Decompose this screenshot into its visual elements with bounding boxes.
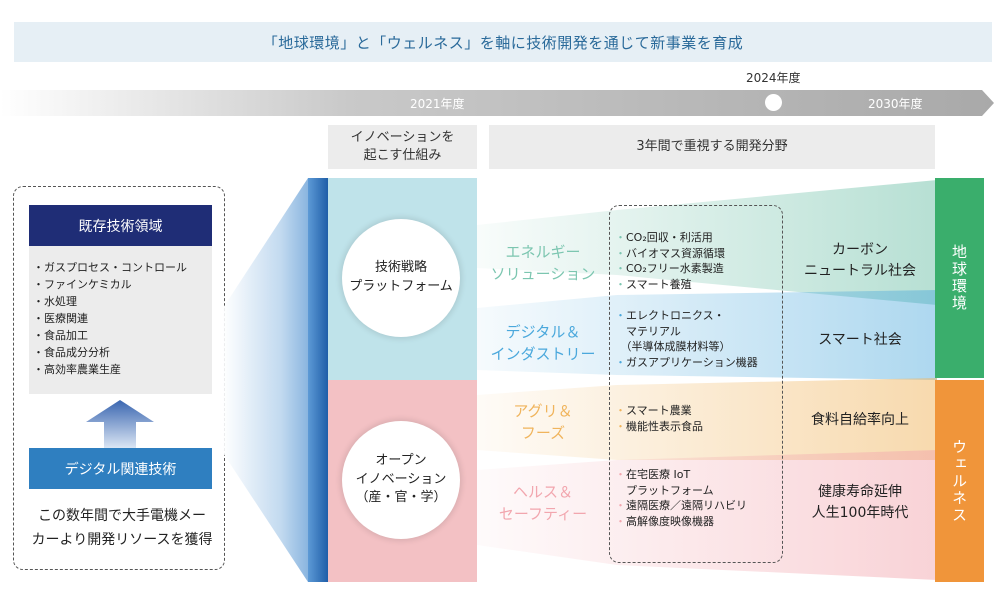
items-agri: ・スマート農業・機能性表示食品 — [615, 403, 783, 434]
existing-tech-item: ・食品加工 — [33, 329, 88, 342]
existing-tech-item: ・高効率農業生産 — [33, 363, 121, 376]
items-digital: ・エレクトロニクス・ マテリアル （半導体成膜材料等） ・ガスアプリケーション機器 — [615, 308, 783, 370]
items-health: ・在宅医療 IoT プラットフォーム・遠隔医療／遠隔リハビリ・高解像度映像機器 — [615, 467, 783, 529]
goal-smart: スマート社会 — [818, 332, 902, 348]
header-mechanism: イノベーションを 起こす仕組み — [328, 125, 477, 169]
axis-wellness: ウェルネス — [935, 380, 984, 582]
field-label-agri: アグリ＆ フーズ — [513, 402, 573, 442]
header-fields: 3年間で重視する開発分野 — [489, 125, 935, 169]
field-item: ・スマート農業 — [615, 404, 692, 417]
band-health — [477, 450, 937, 580]
timeline-arrow — [0, 90, 994, 116]
field-item: ・高解像度映像機器 — [615, 514, 714, 528]
timeline-start: 2021年度 — [410, 97, 465, 111]
field-item: ・CO₂回収・利活用 — [615, 231, 713, 244]
goal-food: 食料自給率向上 — [811, 412, 909, 428]
existing-tech-title: 既存技術領域 — [29, 205, 212, 246]
existing-tech-item: ・ガスプロセス・コントロール — [33, 261, 187, 274]
field-item: ・在宅医療 IoT プラットフォーム — [615, 468, 714, 497]
band-digital — [477, 290, 937, 380]
items-panel — [609, 205, 783, 563]
goal-health: 健康寿命延伸 人生100年時代 — [811, 484, 909, 521]
title-banner: 「地球環境」と「ウェルネス」を軸に技術開発を通じて新事業を育成 — [14, 22, 992, 62]
field-bands — [477, 180, 937, 580]
field-item: ・遠隔医療／遠隔リハビリ — [615, 499, 747, 512]
open-innovation-circle: オープン イノベーション （産・官・学） — [342, 421, 460, 539]
field-item: ・スマート養殖 — [615, 277, 692, 291]
existing-tech-item: ・ファインケミカル — [33, 278, 132, 291]
band-agri — [477, 378, 937, 460]
funnel-shape — [223, 178, 328, 582]
timeline-marker-label: 2024年度 — [746, 71, 801, 85]
existing-tech-list: ・ガスプロセス・コントロール・ファインケミカル・水処理・医療関連・食品加工・食品… — [29, 246, 212, 378]
field-item: ・機能性表示食品 — [615, 419, 703, 433]
timeline-marker-dot — [765, 94, 782, 111]
acquisition-note: この数年間で大手電機メー カーより開発リソースを獲得 — [31, 508, 213, 548]
existing-tech-item: ・食品成分分析 — [33, 346, 110, 359]
items-energy: ・CO₂回収・利活用・バイオマス資源循環・CO₂フリー水素製造・スマート養殖 — [615, 230, 783, 292]
tech-strategy-circle: 技術戦略 プラットフォーム — [342, 219, 460, 337]
field-item: ・バイオマス資源循環 — [615, 246, 725, 260]
timeline-end: 2030年度 — [868, 97, 923, 111]
field-label-digital: デジタル＆ インダストリー — [490, 323, 596, 363]
goal-carbon: カーボン ニュートラル社会 — [804, 242, 916, 279]
field-item: ・エレクトロニクス・ マテリアル （半導体成膜材料等） — [615, 309, 731, 353]
existing-tech-box: ・ガスプロセス・コントロール・ファインケミカル・水処理・医療関連・食品加工・食品… — [29, 246, 212, 394]
digital-tech-title: デジタル関連技術 — [29, 448, 212, 489]
existing-tech-item: ・水処理 — [33, 295, 77, 308]
field-label-health: ヘルス＆ セーフティー — [498, 483, 588, 523]
band-energy — [477, 180, 937, 305]
field-item: ・ガスアプリケーション機器 — [615, 355, 758, 369]
axis-earth: 地球環境 — [935, 178, 984, 378]
field-item: ・CO₂フリー水素製造 — [615, 262, 724, 275]
field-label-energy: エネルギー ソリューション — [490, 243, 596, 283]
existing-tech-item: ・医療関連 — [33, 312, 88, 325]
up-arrow-icon — [86, 400, 154, 448]
